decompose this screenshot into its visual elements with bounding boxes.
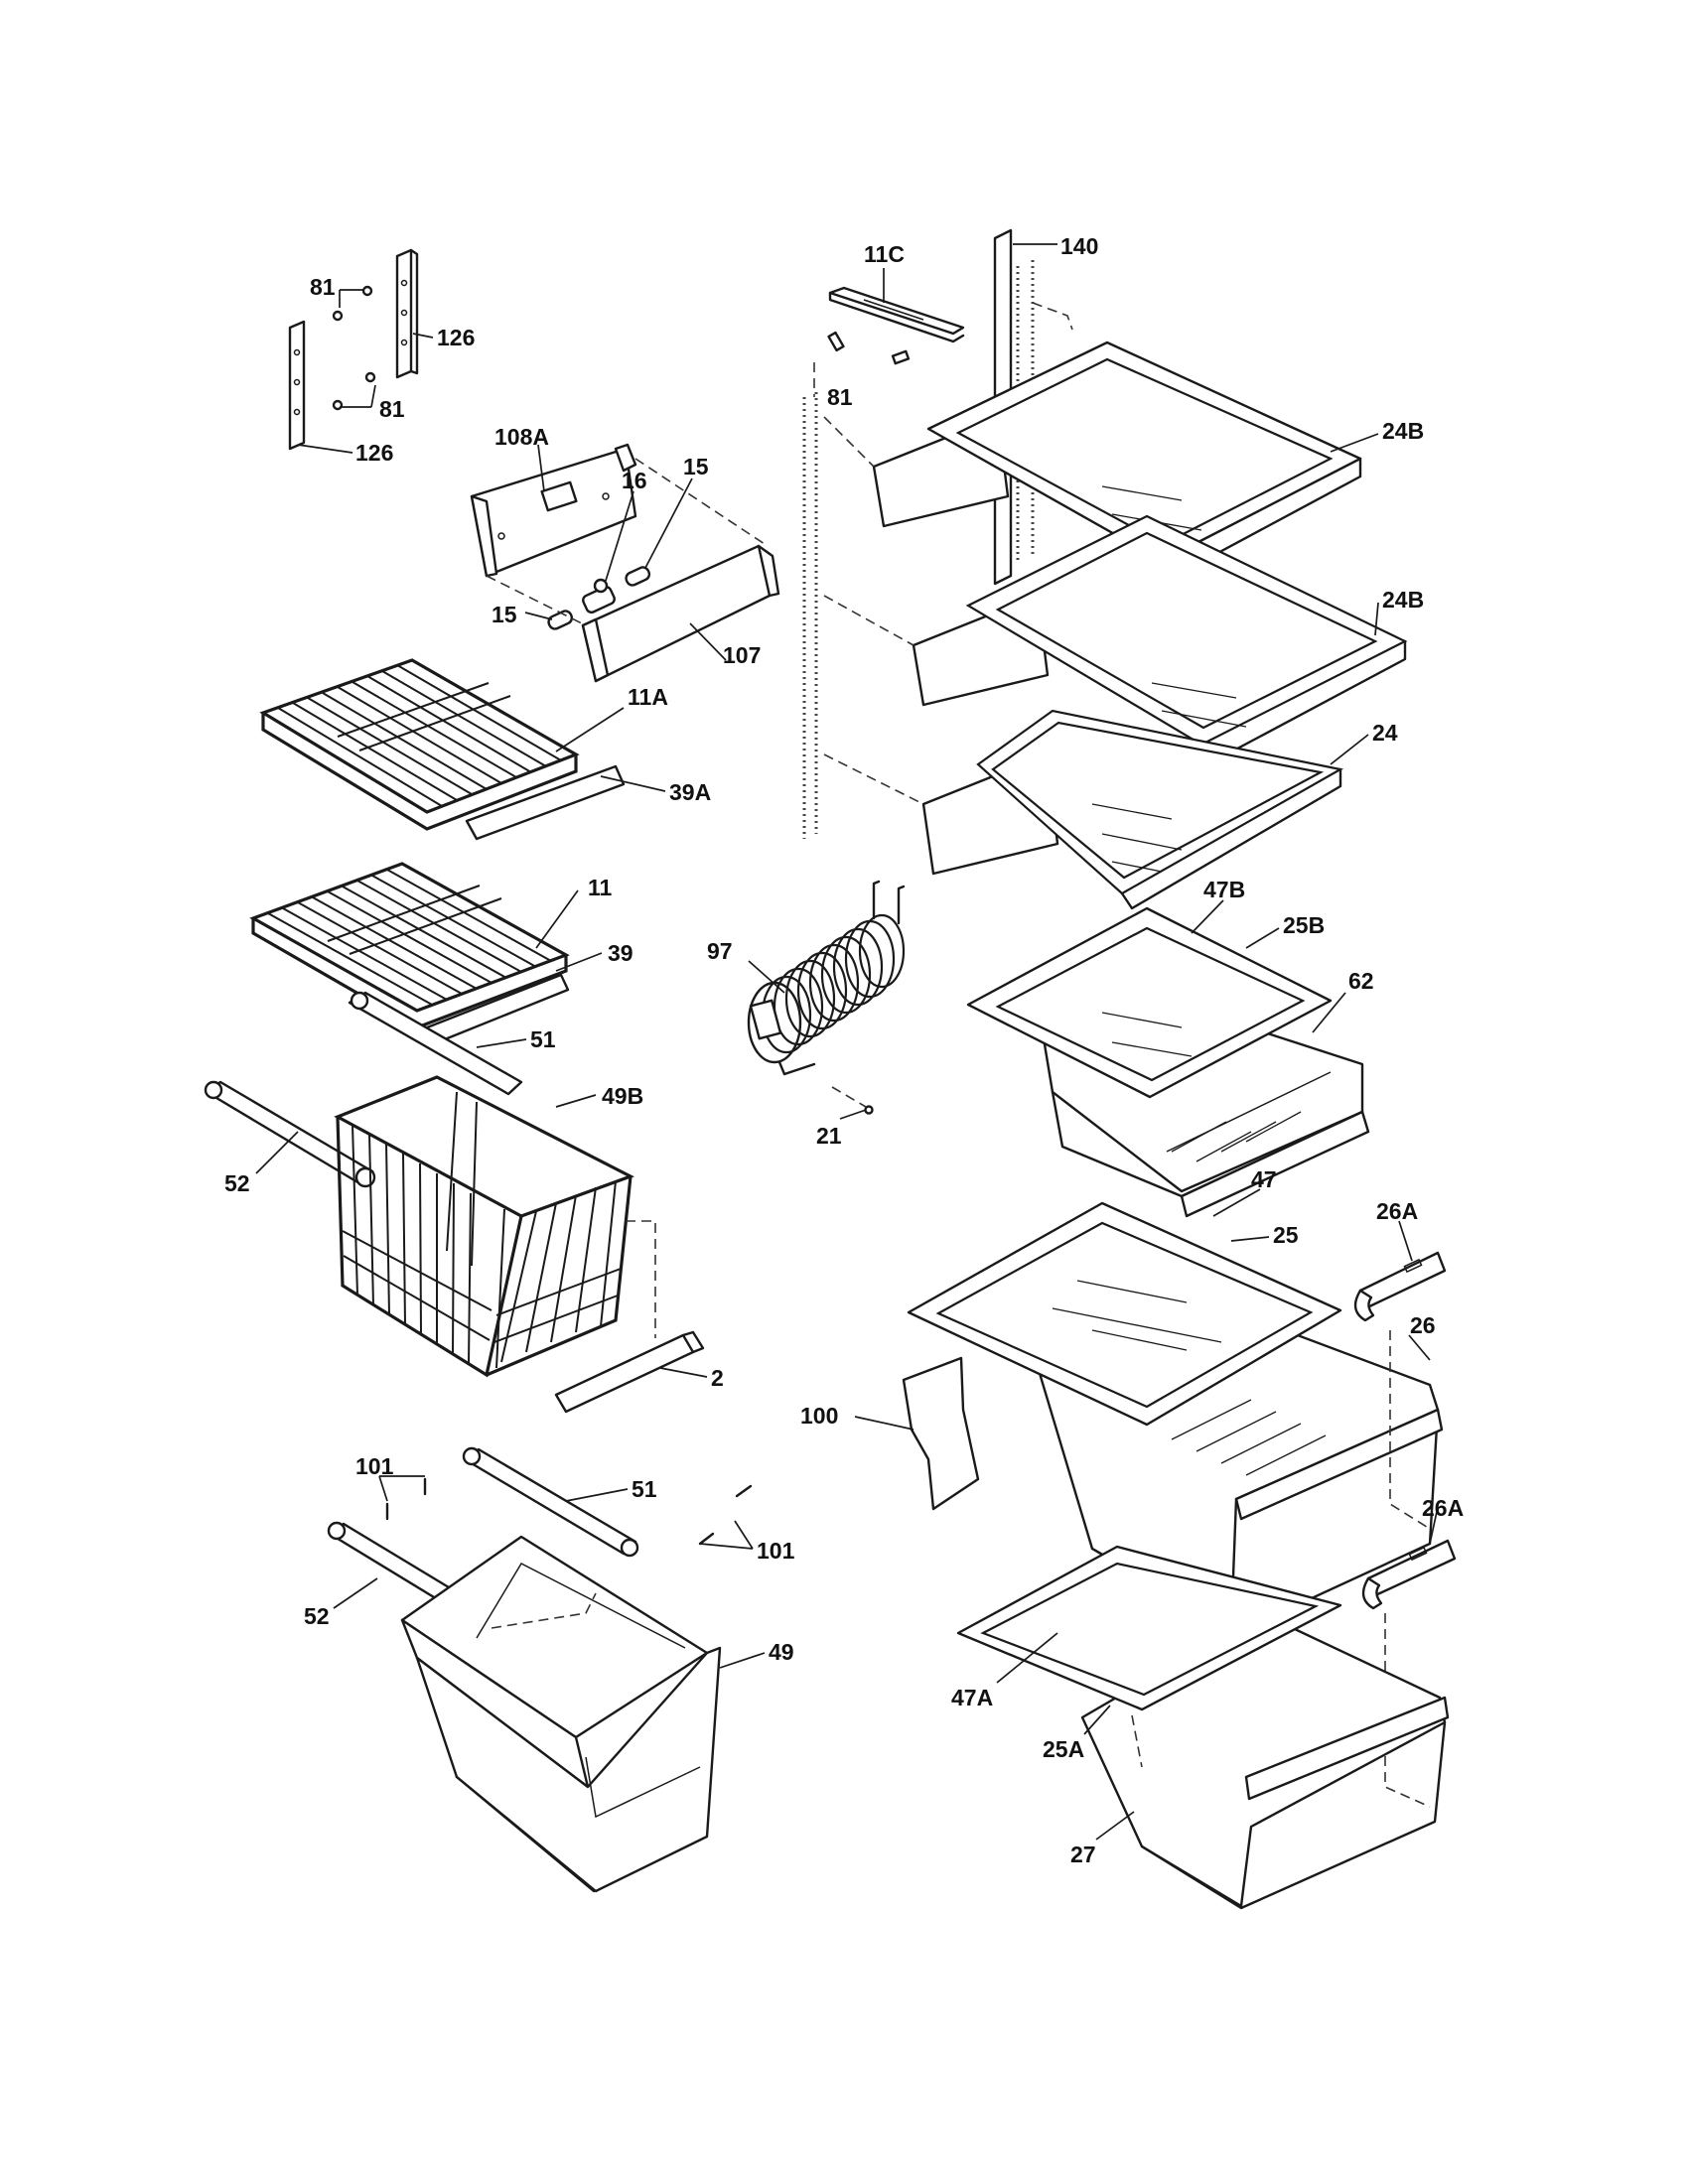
callout-11A: 11A xyxy=(628,684,668,710)
callout-26A-a: 26A xyxy=(1376,1198,1418,1224)
glass-shelf-24B-top xyxy=(872,341,1362,580)
callout-39: 39 xyxy=(608,940,633,966)
callout-26: 26 xyxy=(1410,1312,1436,1338)
callout-52-a: 52 xyxy=(224,1170,250,1196)
callout-49B: 49B xyxy=(602,1083,643,1109)
screw-81-a xyxy=(332,285,373,322)
screw-81-c xyxy=(827,331,911,365)
callout-62: 62 xyxy=(1348,968,1374,994)
callout-52-b: 52 xyxy=(304,1603,330,1629)
callout-25: 25 xyxy=(1273,1222,1299,1248)
crisper-cover-25 xyxy=(907,1201,1342,1427)
screw-101-right xyxy=(698,1484,753,1546)
crisper-cover-25B xyxy=(966,906,1333,1099)
callout-15-a: 15 xyxy=(683,454,709,479)
callout-2: 2 xyxy=(711,1365,724,1391)
shelf-support-bracket-126-right xyxy=(395,248,419,379)
callout-labels: 81 81 126 126 108A 16 15 15 107 11A 39A … xyxy=(224,233,1464,1867)
callout-47: 47 xyxy=(1251,1166,1277,1192)
callout-126-a: 126 xyxy=(437,325,475,350)
ice-bracket-108A xyxy=(470,443,637,578)
glass-shelf-24B-middle xyxy=(912,514,1408,764)
callout-101-b: 101 xyxy=(757,1538,795,1564)
trim-39A xyxy=(465,764,626,841)
glass-shelf-24-bottom xyxy=(921,709,1344,910)
callout-101-a: 101 xyxy=(355,1453,394,1479)
slide-rail-51-lower xyxy=(462,1446,639,1558)
callout-27: 27 xyxy=(1070,1842,1096,1867)
callout-126-b: 126 xyxy=(355,440,393,466)
screw-81-b xyxy=(332,371,376,411)
callout-97: 97 xyxy=(707,938,733,964)
callout-47A: 47A xyxy=(951,1685,993,1710)
callout-24B-a: 24B xyxy=(1382,418,1424,444)
callout-49: 49 xyxy=(769,1639,794,1665)
callout-25A: 25A xyxy=(1043,1736,1084,1762)
callout-11C: 11C xyxy=(864,241,905,267)
callout-51-b: 51 xyxy=(632,1476,657,1502)
heater-coil-97 xyxy=(747,880,906,1076)
callout-11: 11 xyxy=(588,875,613,900)
callout-24: 24 xyxy=(1372,720,1398,746)
callout-24B-b: 24B xyxy=(1382,587,1424,613)
callout-51-a: 51 xyxy=(530,1026,556,1052)
callout-81-a: 81 xyxy=(310,274,336,300)
callout-140: 140 xyxy=(1060,233,1098,259)
callout-100: 100 xyxy=(800,1403,838,1429)
rail-dotted-left xyxy=(802,392,818,839)
callout-108A: 108A xyxy=(494,424,549,450)
fitting-15-top xyxy=(625,566,651,587)
bracket-11C xyxy=(828,286,965,343)
screw-21 xyxy=(864,1105,874,1115)
cover-107 xyxy=(581,544,780,683)
callout-39A: 39A xyxy=(669,779,711,805)
leader-lines xyxy=(255,243,1439,1841)
crisper-cover-25A xyxy=(956,1545,1342,1711)
bracket-26A-upper xyxy=(1353,1251,1447,1322)
wire-shelf-11 xyxy=(249,862,570,1029)
bracket-26A-lower xyxy=(1361,1539,1457,1610)
callout-16: 16 xyxy=(622,468,647,493)
callout-47B: 47B xyxy=(1203,877,1245,902)
wire-basket-49B xyxy=(334,1075,634,1378)
panel-100 xyxy=(902,1356,980,1511)
freezer-bin-49 xyxy=(400,1535,722,1893)
wire-shelf-11A xyxy=(259,658,580,831)
valve-16 xyxy=(582,578,616,614)
callout-81-b: 81 xyxy=(379,396,405,422)
callout-25B: 25B xyxy=(1283,912,1325,938)
callout-15-b: 15 xyxy=(492,602,517,627)
callout-107: 107 xyxy=(723,642,761,668)
callout-81-c: 81 xyxy=(827,384,853,410)
slide-rail-51-upper xyxy=(348,991,523,1096)
callout-26A-b: 26A xyxy=(1422,1495,1464,1521)
trim-2 xyxy=(554,1330,705,1414)
callout-21: 21 xyxy=(816,1123,842,1149)
shelf-support-bracket-126-left xyxy=(288,320,306,451)
screw-101-left xyxy=(385,1477,427,1521)
